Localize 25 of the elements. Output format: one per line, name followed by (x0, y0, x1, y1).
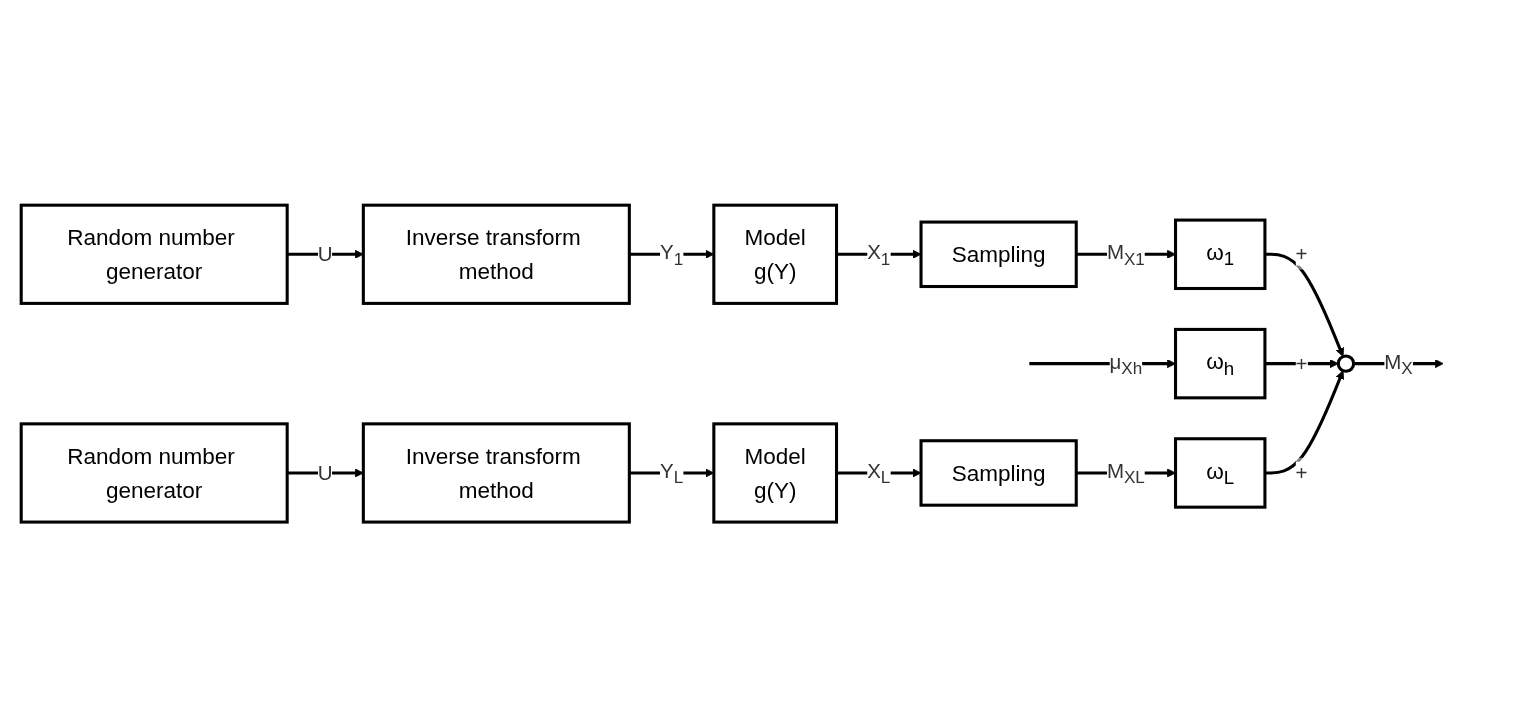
node-box: Sampling (919, 439, 1078, 507)
node-box: Sampling (919, 220, 1078, 288)
node-circle (1336, 354, 1356, 373)
node-box: Random number generator (19, 422, 289, 524)
node-box: ω$_{L}$ (1174, 437, 1267, 509)
node-box: Model g(Y) (712, 422, 839, 524)
edge-label: Y$_{L}$ (660, 459, 684, 488)
edge-label: μ$_{Xh}$ (1109, 350, 1143, 378)
node-box: ω$_{h}$ (1174, 327, 1267, 400)
node-box: ω$_{1}$ (1174, 218, 1267, 290)
edge-label: U (317, 461, 333, 485)
edge-label: + (1295, 242, 1308, 266)
edge-label: M$_{XL}$ (1106, 459, 1145, 488)
node-box: Random number generator (19, 203, 289, 305)
edge-label: + (1295, 352, 1308, 375)
edge-label: + (1295, 461, 1308, 485)
node-box: Inverse transform method (361, 422, 631, 524)
edge-label: M$_{X}$ (1384, 350, 1413, 378)
node-box: Model g(Y) (712, 203, 839, 305)
edge-label: X$_{L}$ (867, 459, 891, 488)
node-box: Inverse transform method (361, 203, 631, 305)
edge-label: X$_{1}$ (867, 240, 891, 269)
edge-label: M$_{X1}$ (1106, 240, 1145, 269)
edge-label: Y$_{1}$ (660, 240, 684, 269)
edge-label: U (317, 242, 333, 266)
